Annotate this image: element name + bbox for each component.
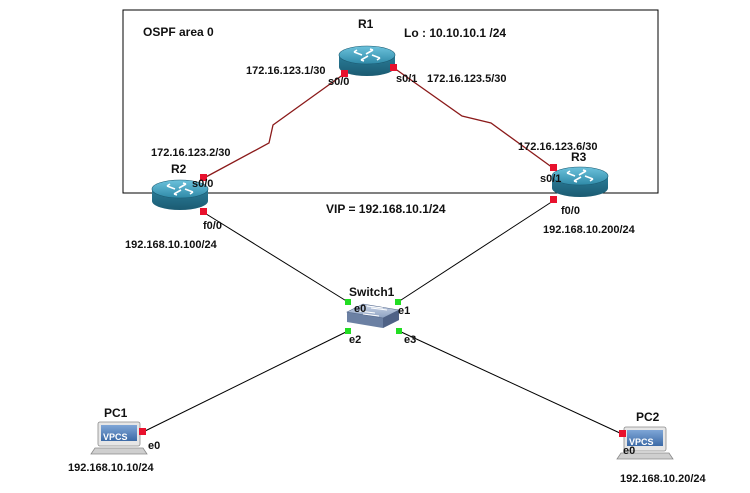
pc-icon xyxy=(90,421,148,455)
vip-label: VIP = 192.168.10.1/24 xyxy=(326,202,446,216)
pc2-label: PC2 xyxy=(636,410,660,424)
router-r2[interactable] xyxy=(151,179,209,210)
port-indicator-sw-e1 xyxy=(395,299,401,305)
pc2-ip: 192.168.10.20/24 xyxy=(620,473,707,485)
pc1-label: PC1 xyxy=(104,406,128,420)
router-r3-label: R3 xyxy=(571,150,587,164)
pc2-badge: VPCS xyxy=(629,437,654,447)
port-indicator-r1-s0-1 xyxy=(390,64,397,71)
ethernet-link-r3-switch[interactable] xyxy=(397,200,554,303)
port-indicator-r2-f0-0 xyxy=(200,208,207,215)
router-r1-label: R1 xyxy=(358,17,374,31)
router-r2-label: R2 xyxy=(171,162,187,176)
pc2-e0-if: e0 xyxy=(623,445,635,457)
loopback-label: Lo : 10.10.10.1 /24 xyxy=(404,26,506,40)
port-indicator-r2-s0-0 xyxy=(200,174,207,181)
port-indicator-sw-e0 xyxy=(345,299,351,305)
switch1[interactable] xyxy=(346,303,400,328)
port-indicator-sw-e3 xyxy=(396,328,402,334)
port-indicator-r3-s0-1 xyxy=(550,164,557,171)
port-indicator-r3-f0-0 xyxy=(550,196,557,203)
switch-e0-label: e0 xyxy=(354,303,366,315)
router-icon xyxy=(151,179,209,210)
ospf-area-box xyxy=(122,9,659,194)
port-indicator-r1-s0-0 xyxy=(341,70,348,77)
serial-link-r1-r2[interactable] xyxy=(203,73,345,179)
router-r1[interactable] xyxy=(338,45,396,76)
ethernet-link-r2-switch[interactable] xyxy=(202,211,349,303)
pc1[interactable] xyxy=(90,421,148,455)
router-r3[interactable] xyxy=(551,166,609,197)
r1-s0-1-ip: 172.16.123.5/30 xyxy=(427,73,507,85)
switch-icon xyxy=(346,303,400,328)
ospf-area-label: OSPF area 0 xyxy=(143,25,214,39)
r1-s0-0-ip: 172.16.123.1/30 xyxy=(246,65,326,77)
router-icon xyxy=(338,45,396,76)
port-indicator-pc2-e0 xyxy=(619,430,626,437)
r1-s0-1-if: s0/1 xyxy=(396,73,417,85)
r3-s0-1-if: s0/1 xyxy=(540,173,561,185)
port-indicators xyxy=(139,64,626,437)
ethernet-link-pc1-switch[interactable] xyxy=(142,330,349,433)
serial-link-r1-r3[interactable] xyxy=(393,67,554,169)
switch-e1-label: e1 xyxy=(398,305,410,317)
pc-icon xyxy=(616,426,674,460)
pc2[interactable] xyxy=(616,426,674,460)
r3-lan-ip: 192.168.10.200/24 xyxy=(543,224,636,236)
r2-lan-ip: 192.168.10.100/24 xyxy=(125,239,218,251)
port-indicator-pc1-e0 xyxy=(139,428,146,435)
switch-e2-label: e2 xyxy=(349,334,361,346)
router-icon xyxy=(551,166,609,197)
r3-f0-0-if: f0/0 xyxy=(561,205,580,217)
pc1-e0-if: e0 xyxy=(148,440,160,452)
switch-e3-label: e3 xyxy=(404,334,416,346)
switch1-label: Switch1 xyxy=(349,285,395,299)
pc1-badge: VPCS xyxy=(103,432,128,442)
r2-s0-0-ip: 172.16.123.2/30 xyxy=(151,147,231,159)
pc1-ip: 192.168.10.10/24 xyxy=(68,462,155,474)
r3-s0-1-ip: 172.16.123.6/30 xyxy=(518,141,598,153)
ethernet-link-pc2-switch[interactable] xyxy=(398,330,623,435)
r2-f0-0-if: f0/0 xyxy=(203,220,222,232)
r2-s0-0-if: s0/0 xyxy=(192,178,213,190)
r1-s0-0-if: s0/0 xyxy=(328,76,349,88)
port-indicator-sw-e2 xyxy=(345,328,351,334)
